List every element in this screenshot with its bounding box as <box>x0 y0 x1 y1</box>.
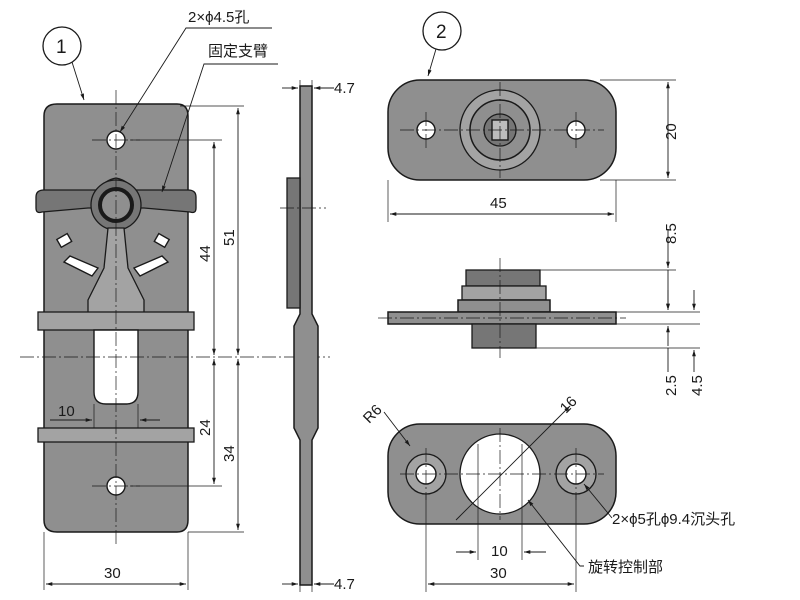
dim-cam-bottom-width: 30 <box>490 565 507 582</box>
label-rotation-control: 旋转控制部 <box>588 559 663 576</box>
part1-side-view: 4.7 4.7 <box>280 80 355 593</box>
dim-cam-top-width: 45 <box>490 195 507 212</box>
part1-dimensions: 51 44 24 34 30 10 <box>43 105 244 590</box>
dim-24: 24 <box>197 419 214 436</box>
cam-knob-ring <box>461 285 547 301</box>
curved-slot-left <box>62 255 100 277</box>
callout-circle-2 <box>422 11 462 51</box>
part2-top-view: 2 20 45 <box>387 11 680 222</box>
callout-2-text: 2 <box>436 22 447 43</box>
dim-cam-side-bottom-b: 4.5 <box>689 375 706 396</box>
part1-front-view <box>20 90 330 545</box>
dim-30-front: 30 <box>104 565 121 582</box>
label-radius: R6 <box>360 401 386 427</box>
dim-51: 51 <box>221 229 238 246</box>
callout-circle-1 <box>42 26 82 66</box>
side-profile <box>293 85 319 586</box>
dim-cam-bottom-dia: 16 <box>557 393 581 417</box>
cam-knob-top <box>465 269 541 287</box>
cam-knob-base <box>457 299 551 313</box>
part2-side-view: 8.5 2.5 4.5 <box>378 223 706 396</box>
dim-cam-side-bottom-a: 2.5 <box>663 375 680 396</box>
dim-cam-top-height: 20 <box>663 123 680 140</box>
label-holes-countersunk: 2×ϕ5孔ϕ9.4沉头孔 <box>612 511 735 528</box>
dim-side-top: 4.7 <box>334 80 355 97</box>
curved-slot-right <box>132 255 170 277</box>
dim-cam-side-top: 8.5 <box>663 223 680 244</box>
part2-bottom-view: R6 16 2×ϕ5孔ϕ9.4沉头孔 10 30 旋转控制部 <box>360 393 735 592</box>
dim-10-front: 10 <box>58 403 75 420</box>
dim-cam-bottom-slot: 10 <box>491 543 508 560</box>
dim-side-bottom: 4.7 <box>334 576 355 593</box>
dim-34: 34 <box>221 445 238 462</box>
side-arm-block <box>286 177 301 309</box>
dim-44: 44 <box>197 245 214 262</box>
callout-1-text: 1 <box>56 37 67 58</box>
label-fixed-arm: 固定支臂 <box>208 43 268 60</box>
part1-labels: 1 2×ϕ4.5孔 固定支臂 <box>42 9 278 193</box>
cam-bottom-boss <box>471 323 537 349</box>
small-slot-left <box>55 232 73 249</box>
label-holes-2x45: 2×ϕ4.5孔 <box>188 9 249 26</box>
small-slot-right <box>153 232 171 249</box>
